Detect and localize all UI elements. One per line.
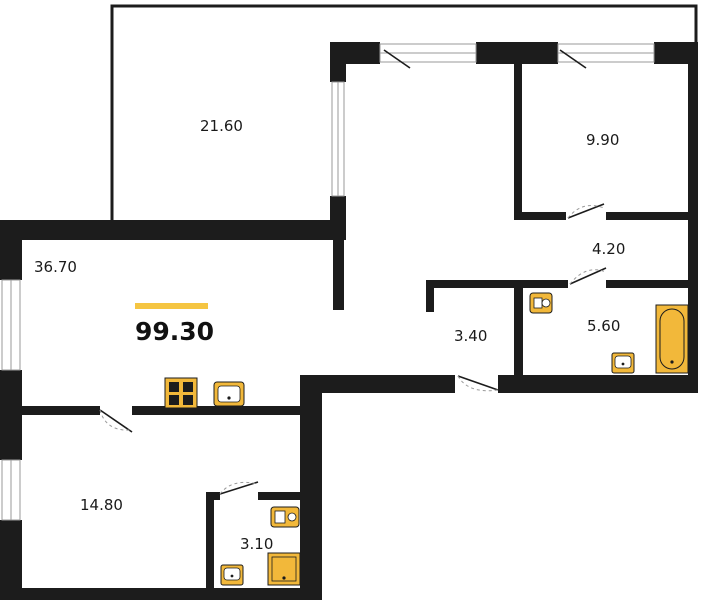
wall-top-left-pier <box>330 42 346 82</box>
room-area-bedroom-right: 9.90 <box>586 131 619 149</box>
wall-living-right <box>333 240 344 310</box>
fixtures <box>164 292 689 586</box>
toilet-icon <box>270 506 300 528</box>
wall-corridor-bottom-b <box>606 280 688 288</box>
room-area-corridor: 4.20 <box>592 240 625 258</box>
door-arcs <box>99 205 607 495</box>
door-icon <box>99 409 133 433</box>
door-icon <box>559 49 587 69</box>
toilet-icon <box>529 292 553 314</box>
room-area-hall: 3.40 <box>454 327 487 345</box>
total-area-accent <box>135 303 208 309</box>
balcony-outline <box>110 4 698 220</box>
wall-hall-bottom-right <box>498 375 698 393</box>
wall-hall-bottom-left <box>300 375 455 393</box>
door-icon <box>219 481 259 495</box>
room-area-wc: 3.10 <box>240 535 273 553</box>
wall-wc-top-a <box>206 492 220 500</box>
wall-right <box>688 42 698 392</box>
sink-icon <box>220 564 244 586</box>
wall-bathroom-left <box>514 288 523 378</box>
walls <box>0 42 698 600</box>
wall-wc-top-b <box>258 492 300 500</box>
wall-left-top <box>0 220 22 280</box>
room-area-balcony: 21.60 <box>200 117 243 135</box>
door-icon <box>567 203 605 219</box>
room-area-living-room: 36.70 <box>34 258 77 276</box>
room-area-bedroom-left: 14.80 <box>80 496 123 514</box>
wall-bedroom-right-bottom-a <box>514 212 566 220</box>
windows <box>1 43 655 521</box>
wall-lower-right <box>300 375 322 600</box>
wall-bottom <box>0 588 322 600</box>
stove-icon <box>164 377 198 409</box>
wall-top-right <box>654 42 696 64</box>
wall-top-middle <box>476 42 558 64</box>
wall-wc-left <box>206 492 214 588</box>
bathtub-icon <box>655 304 689 374</box>
wall-bedroom-right-bottom-b <box>606 212 688 220</box>
sink-icon <box>213 381 245 407</box>
wall-living-top <box>0 220 346 240</box>
sink-icon <box>611 352 635 374</box>
wall-left-bottom <box>0 520 22 600</box>
total-area: 99.30 <box>135 317 214 346</box>
wall-bedroom-right-left <box>514 64 522 220</box>
wall-left-middle <box>0 370 22 460</box>
shower-icon <box>267 552 301 586</box>
doors <box>99 49 607 495</box>
wall-partition-right <box>132 406 300 415</box>
wall-corridor-bottom-a <box>426 280 568 288</box>
wall-partition-left <box>22 406 100 415</box>
door-icon <box>457 375 499 391</box>
door-icon <box>569 267 607 285</box>
wall-hall-stub <box>426 280 434 312</box>
door-icon <box>383 49 411 69</box>
room-area-bathroom: 5.60 <box>587 317 620 335</box>
